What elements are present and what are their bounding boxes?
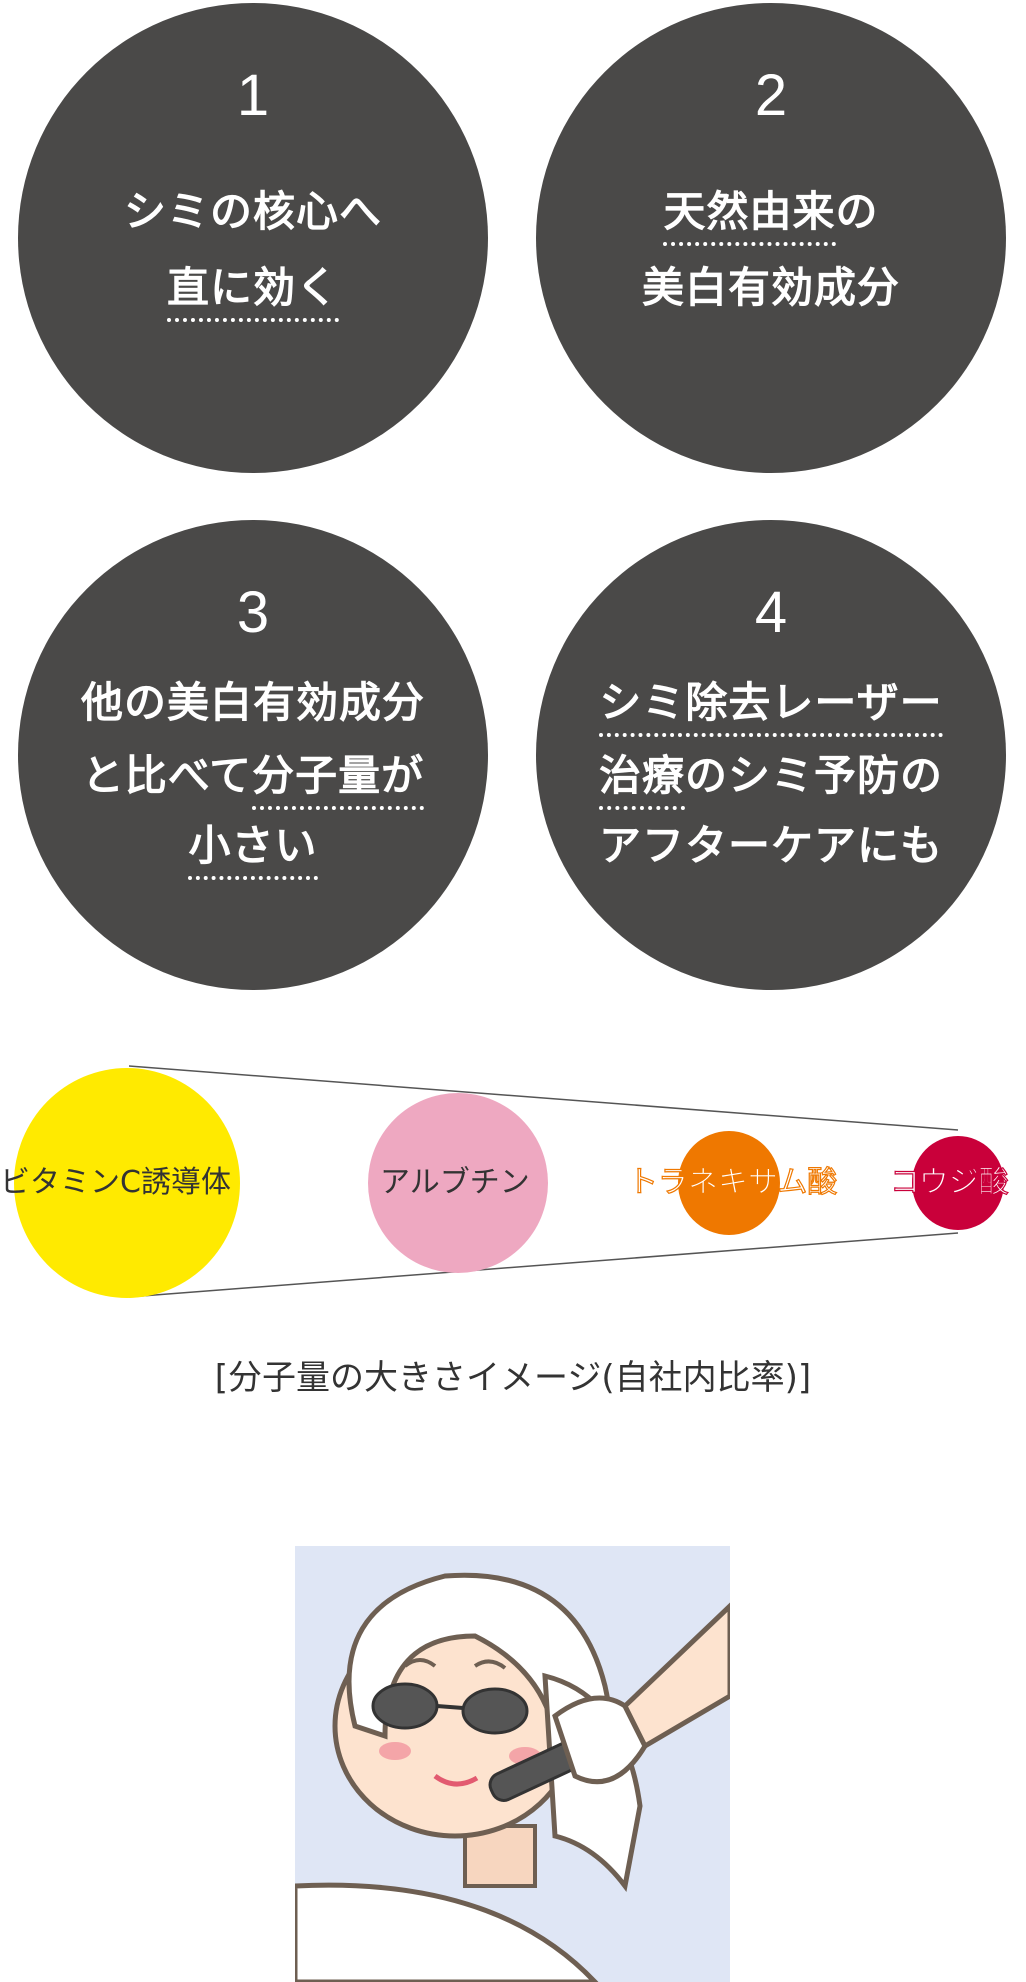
molecule-arbutin [368, 1093, 548, 1273]
feature-text: のシミ予防の [685, 751, 944, 800]
feature-circle-2: 2 天然由来の美白有効成分 [536, 3, 1006, 473]
feature-text-line: 小さい [18, 818, 488, 880]
feature-text-line: 美白有効成分 [536, 260, 1006, 316]
laser-treatment-illustration [295, 1546, 730, 1982]
cone-top-line [128, 1065, 959, 1131]
feature-text-emphasis: 直に効く [166, 263, 339, 322]
feature-text: と比べて [81, 751, 253, 800]
feature-text-line: シミの核心へ [18, 184, 488, 240]
label-kojic: コウジ酸 [889, 1164, 1009, 1200]
molecule-vitamin-c [14, 1068, 240, 1298]
label-vitamin-c: ビタミンC誘導体 [0, 1165, 231, 1200]
feature-text-line: 天然由来の [536, 184, 1006, 246]
feature-text-line: 治療のシミ予防の [536, 748, 1006, 810]
feature-text: の [835, 187, 879, 236]
feature-text-emphasis: シミ除去レーザー [599, 678, 943, 737]
feature-text-emphasis: 治療 [598, 751, 685, 810]
feature-circle-1: 1 シミの核心へ直に効く [18, 3, 488, 473]
diagram-caption: [分子量の大きさイメージ(自社内比率)] [214, 1358, 812, 1398]
feature-text-emphasis: 天然由来 [663, 187, 836, 246]
feature-text: 他の美白有効成分 [80, 678, 425, 727]
feature-number: 3 [236, 580, 270, 645]
feature-text-line: と比べて分子量が [18, 748, 488, 810]
cone-bottom-line [128, 1232, 959, 1298]
feature-number: 1 [236, 63, 270, 128]
label-tranexamic: トラネキサム酸 [627, 1164, 838, 1200]
feature-text: アフターケアにも [598, 821, 943, 870]
feature-number: 2 [754, 63, 788, 128]
feature-text-line: 他の美白有効成分 [18, 675, 488, 731]
feature-text-line: 直に効く [18, 260, 488, 322]
feature-text: シミの核心へ [123, 187, 382, 236]
feature-text-line: シミ除去レーザー [536, 675, 1006, 737]
feature-text-emphasis: 小さい [188, 821, 318, 880]
feature-text-emphasis: 分子量が [252, 751, 425, 810]
molecule-tranexamic [678, 1131, 780, 1235]
feature-text-line: アフターケアにも [536, 818, 1006, 874]
label-arbutin: アルブチン [380, 1165, 530, 1200]
molecule-size-diagram [14, 1065, 1004, 1298]
feature-number: 4 [754, 580, 788, 645]
molecule-kojic [912, 1136, 1004, 1230]
feature-text: 美白有効成分 [641, 263, 900, 312]
